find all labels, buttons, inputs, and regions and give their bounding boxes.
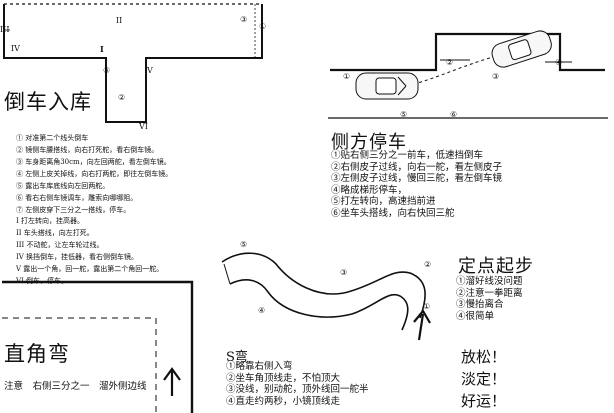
step-item: ⑥ 看右右侧车镜调车，雕索向哪哪阻。 xyxy=(16,194,138,202)
step-item: V 露出一个角，回一舵，露出第二个角回一舵。 xyxy=(16,265,164,273)
arrow-up-icon xyxy=(413,309,431,341)
step-item: ④略成梯形停车， xyxy=(331,184,408,196)
step-item: ②注意一拳距离 xyxy=(456,287,523,299)
step-item: ②右侧皮子过线，向右一舵，看左侧皮子 xyxy=(331,161,503,173)
garage-diagram xyxy=(3,3,263,123)
motto: 放松！ 淡定！ 好运！ xyxy=(461,346,506,412)
step-item: III 不动舵，让左车轮过线。 xyxy=(16,241,104,249)
step-item: ① 对准第二个线头倒车 xyxy=(16,134,89,142)
garage-label-1: ① xyxy=(259,22,267,31)
garage-label-roman-6: VI xyxy=(139,122,148,131)
s-curve-label-5: ⑤ xyxy=(240,240,248,249)
right-angle-title: 直角弯 xyxy=(4,342,70,366)
step-item: ③ 车身距离角30cm，向左回两舵，看左倒车镜。 xyxy=(16,158,171,166)
right-angle-outer xyxy=(2,280,194,413)
garage-label-roman-2: II xyxy=(116,16,123,25)
step-item: ③左侧皮子过线，慢回三舵，看左倒车镜 xyxy=(331,173,503,184)
step-item: ①溜好线没问题 xyxy=(456,276,523,287)
step-item: ⑤打左转向，高速挡前进 xyxy=(331,196,436,207)
side-label-5: ⑤ xyxy=(400,110,408,119)
step-item: ④很简单 xyxy=(456,310,495,322)
step-item: ②坐车角顶线走，不怕顶大 xyxy=(226,372,341,384)
garage-label-roman-3: III xyxy=(0,25,10,34)
car-icon xyxy=(355,72,419,100)
reverse-parking-steps-roman: I 打左转向，挂高器。 II 车头搭线，向左打死。 III 不动舵，让左车轮过线… xyxy=(16,215,163,287)
step-item: ①贴右侧三分之一前车，低速挡倒车 xyxy=(331,150,484,161)
step-item: ④ 左侧上皮关掉线，向右打两舵，即往左倒车镜。 xyxy=(16,170,173,178)
reverse-parking-title: 倒车入库 xyxy=(4,90,92,114)
step-item: VI 倒车，停车。 xyxy=(16,277,69,285)
side-parking-diagram xyxy=(328,30,608,119)
garage-label-roman-1: I xyxy=(100,44,104,54)
step-item: ④直走约两秒，小镜顶线走 xyxy=(226,395,341,407)
step-item: ② 镜侧车腰搭线，向右打死舵，看右倒车镜。 xyxy=(16,146,159,154)
step-item: II 车头搭线，向左打死。 xyxy=(16,229,94,237)
side-label-4: ④ xyxy=(555,58,563,67)
step-item: ⑦ 左侧皮穿下三分之一搭线，停车。 xyxy=(16,206,131,214)
s-curve-outer xyxy=(221,252,426,319)
s-curve-label-3: ③ xyxy=(340,268,348,277)
side-parking-title: 侧方停车 xyxy=(331,132,407,153)
arrow-up-icon xyxy=(163,367,181,396)
motto-line: 淡定！ xyxy=(461,370,507,388)
step-item: I 打左转向，挂高器。 xyxy=(16,217,84,225)
side-label-6: ⑥ xyxy=(450,110,458,119)
garage-label-4: ④ xyxy=(103,66,111,75)
reverse-parking-steps: ① 对准第二个线头倒车 ② 镜侧车腰搭线，向右打死舵，看右倒车镜。 ③ 车身距离… xyxy=(16,132,172,216)
step-item: ③没线，别动舵，顶外线回一舵半 xyxy=(226,384,369,395)
garage-label-roman-4: IV xyxy=(11,44,20,53)
s-curve-label-4: ④ xyxy=(258,306,266,315)
side-label-1: ① xyxy=(343,72,351,81)
fixed-start-steps: ①溜好线没问题 ②注意一拳距离 ③慢抬离合 ④很简单 xyxy=(456,276,523,322)
s-curve-inner xyxy=(229,279,409,331)
side-label-3: ③ xyxy=(492,72,500,81)
motto-line: 好运！ xyxy=(461,392,507,410)
s-curve-steps: ①略靠右侧入弯 ②坐车角顶线走，不怕顶大 ③没线，别动舵，顶外线回一舵半 ④直走… xyxy=(226,361,369,407)
step-item: ③慢抬离合 xyxy=(456,299,504,310)
step-item: ⑤ 露出车库底线向左回两舵。 xyxy=(16,182,110,190)
fixed-start-title: 定点起步 xyxy=(458,256,534,277)
car-icon xyxy=(491,30,552,68)
garage-label-roman-5: V xyxy=(147,66,153,75)
garage-label-2: ② xyxy=(118,93,126,102)
parking-bay-outline xyxy=(330,32,605,72)
step-item: ⑥坐车头搭线，向右快回三舵 xyxy=(331,207,455,219)
s-curve-diagram xyxy=(221,252,426,331)
step-item: IV 换挡倒车，挂低器，看右侧倒车镜。 xyxy=(16,253,139,261)
side-label-2: ② xyxy=(446,58,454,67)
garage-outline xyxy=(3,4,263,123)
motto-line: 放松！ xyxy=(461,348,507,366)
side-parking-steps: ①贴右侧三分之一前车，低速挡倒车 ②右侧皮子过线，向右一舵，看左侧皮子 ③左侧皮… xyxy=(331,150,502,219)
s-curve-title: S弯 xyxy=(226,350,248,365)
right-angle-inner xyxy=(2,317,157,413)
right-angle-note: 注意 右侧三分之一 溜外侧边线 xyxy=(4,381,147,392)
right-angle-diagram xyxy=(2,280,194,413)
s-curve-label-1: ① xyxy=(423,302,431,311)
s-curve-label-2: ② xyxy=(424,260,432,269)
step-item: ①略靠右侧入弯 xyxy=(226,361,293,372)
garage-label-3: ③ xyxy=(240,15,248,24)
